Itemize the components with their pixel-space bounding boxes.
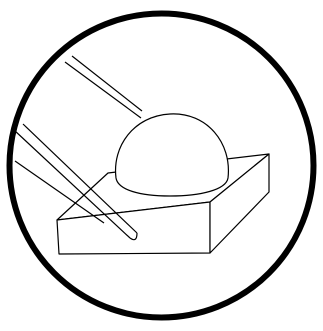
icon-canvas [0,0,323,331]
dome-on-block-with-tweezers-icon [0,0,323,331]
